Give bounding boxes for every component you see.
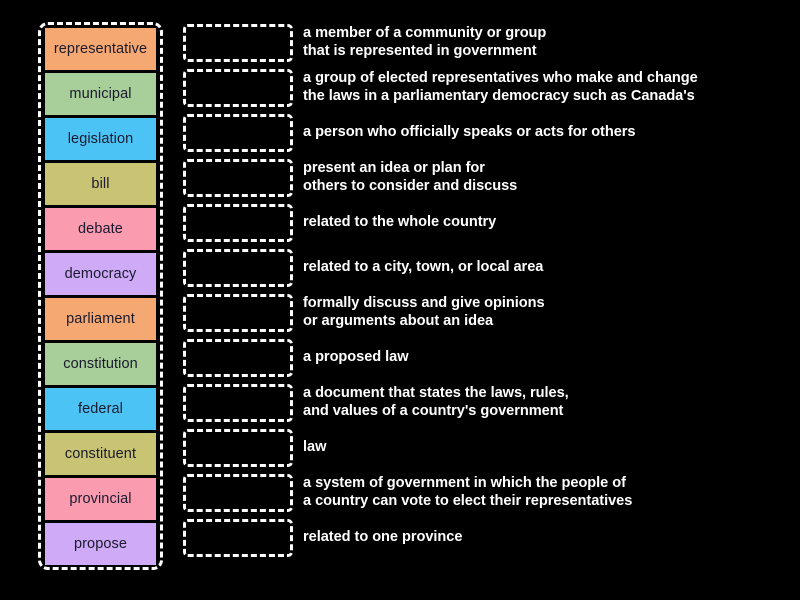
match-row: related to the whole country [183,204,783,242]
definition-text: related to one province [303,529,463,546]
word-tile-federal[interactable]: federal [45,388,156,430]
match-row: related to one province [183,519,783,557]
dropzone-1[interactable] [183,24,293,62]
definition-text: a member of a community or group that is… [303,25,547,59]
definition-text: a proposed law [303,349,409,366]
word-tile-legislation[interactable]: legislation [45,118,156,160]
definition-text: law [303,439,327,456]
definition-text: a system of government in which the peop… [303,475,633,509]
dropzone-8[interactable] [183,339,293,377]
match-row: present an idea or plan for others to co… [183,159,783,197]
dropzone-12[interactable] [183,519,293,557]
dropzone-5[interactable] [183,204,293,242]
match-row: a system of government in which the peop… [183,474,783,512]
word-tile-representative[interactable]: representative [45,28,156,70]
definition-text: a group of elected representatives who m… [303,70,698,104]
definition-text: a document that states the laws, rules, … [303,385,569,419]
dropzone-2[interactable] [183,69,293,107]
match-row: a document that states the laws, rules, … [183,384,783,422]
definition-text: a person who officially speaks or acts f… [303,124,636,141]
word-tile-bill[interactable]: bill [45,163,156,205]
match-row: a person who officially speaks or acts f… [183,114,783,152]
dropzone-10[interactable] [183,429,293,467]
dropzone-9[interactable] [183,384,293,422]
match-row: a group of elected representatives who m… [183,69,783,107]
dropzone-3[interactable] [183,114,293,152]
word-tile-provincial[interactable]: provincial [45,478,156,520]
definition-text: present an idea or plan for others to co… [303,160,518,194]
word-tile-constitution[interactable]: constitution [45,343,156,385]
match-row: a member of a community or group that is… [183,24,783,62]
match-rows: a member of a community or group that is… [183,24,783,557]
match-row: related to a city, town, or local area [183,249,783,287]
match-row: formally discuss and give opinions or ar… [183,294,783,332]
match-row: law [183,429,783,467]
definition-text: related to the whole country [303,214,497,231]
definition-text: formally discuss and give opinions or ar… [303,295,545,329]
dropzone-11[interactable] [183,474,293,512]
definition-text: related to a city, town, or local area [303,259,544,276]
word-tile-propose[interactable]: propose [45,523,156,565]
word-tile-parliament[interactable]: parliament [45,298,156,340]
match-row: a proposed law [183,339,783,377]
dropzone-6[interactable] [183,249,293,287]
word-tile-debate[interactable]: debate [45,208,156,250]
word-tile-municipal[interactable]: municipal [45,73,156,115]
dropzone-7[interactable] [183,294,293,332]
word-tile-democracy[interactable]: democracy [45,253,156,295]
dropzone-4[interactable] [183,159,293,197]
word-tile-constituent[interactable]: constituent [45,433,156,475]
